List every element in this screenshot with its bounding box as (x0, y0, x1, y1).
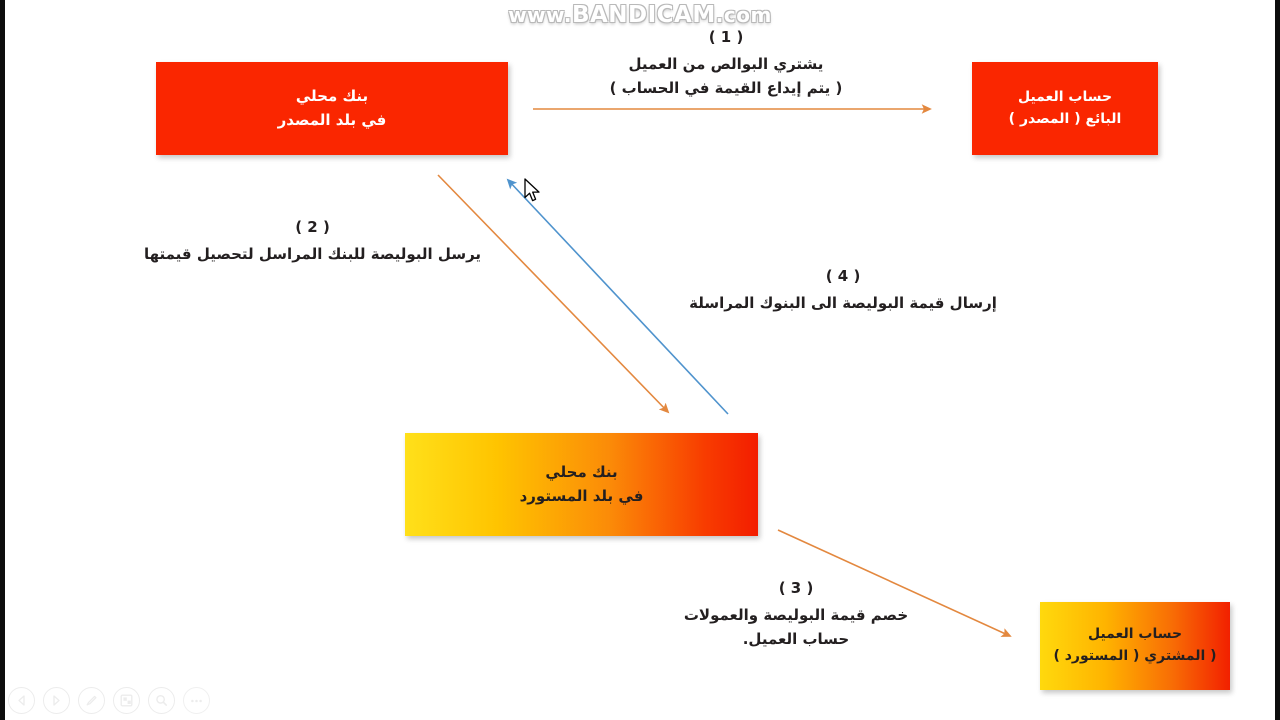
flow-label-step-3-line1: خصم قيمة البوليصة والعمولات (683, 606, 909, 625)
flow-label-step-3: ( 3 ) خصم قيمة البوليصة والعمولات حساب ا… (676, 577, 916, 651)
more-options-button[interactable] (183, 687, 210, 714)
node-source-country-bank-line2: في بلد المصدر (277, 110, 387, 129)
node-importer-country-bank[interactable]: بنك محلي في بلد المستورد (405, 433, 758, 536)
flow-label-step-1-number: ( 1 ) (708, 28, 744, 46)
pen-tool-button[interactable] (78, 687, 105, 714)
flow-label-step-1-line1: يشتري البوالص من العميل (628, 55, 824, 74)
mouse-pointer-icon (524, 178, 540, 202)
next-slide-button[interactable] (43, 687, 70, 714)
node-buyer-customer-account-line1: حساب العميل (1087, 626, 1183, 643)
node-importer-country-bank-line1: بنك محلي (545, 463, 618, 482)
zoom-tool-button[interactable] (148, 687, 175, 714)
node-source-country-bank-line1: بنك محلي (295, 87, 369, 106)
watermark-brand: BANDICAM (571, 2, 716, 28)
arrow-step2 (437, 174, 670, 414)
triangle-right-icon (53, 695, 60, 706)
flow-label-step-3-line2: حساب العميل. (742, 629, 850, 648)
slide-frame-right-edge (1275, 0, 1280, 720)
node-seller-customer-account-line2: البائع ( المصدر ) (1008, 110, 1122, 127)
flow-label-step-1: ( 1 ) يشتري البوالص من العميل ( يتم إيدا… (566, 26, 886, 100)
flow-label-step-2-line1: يرسل البوليصة للبنك المراسل لتحصيل قيمته… (143, 245, 482, 264)
node-buyer-customer-account-line2: ( المشتري ( المستورد ) (1053, 648, 1217, 664)
layers-icon (120, 694, 133, 707)
node-buyer-customer-account[interactable]: حساب العميل ( المشتري ( المستورد ) (1040, 602, 1230, 690)
watermark-suffix: .com (715, 3, 772, 27)
node-source-country-bank[interactable]: بنك محلي في بلد المصدر (156, 62, 508, 155)
magnifier-icon (156, 695, 167, 706)
flow-label-step-4-number: ( 4 ) (825, 267, 861, 285)
node-seller-customer-account[interactable]: حساب العميل البائع ( المصدر ) (972, 62, 1158, 155)
flow-label-step-3-number: ( 3 ) (778, 579, 814, 597)
flow-label-step-4: ( 4 ) إرسال قيمة البوليصة الى البنوك الم… (688, 265, 998, 316)
flow-label-step-1-line2: ( يتم إيداع القيمة في الحساب ) (609, 78, 843, 97)
pen-icon (86, 695, 97, 706)
flow-label-step-2: ( 2 ) يرسل البوليصة للبنك المراسل لتحصيل… (140, 216, 485, 267)
bandicam-watermark: www.BANDICAM.com (0, 2, 1280, 28)
triangle-left-icon (18, 695, 25, 706)
node-importer-country-bank-line2: في بلد المستورد (519, 486, 644, 505)
slide-overview-button[interactable] (113, 687, 140, 714)
slide-frame-left-edge (0, 0, 5, 720)
node-seller-customer-account-line1: حساب العميل (1017, 88, 1113, 105)
previous-slide-button[interactable] (8, 687, 35, 714)
watermark-prefix: www. (508, 3, 572, 27)
flow-label-step-4-line1: إرسال قيمة البوليصة الى البنوك المراسلة (689, 294, 997, 313)
presentation-toolbar[interactable] (8, 687, 210, 714)
ellipsis-icon (191, 699, 202, 702)
flow-label-step-2-number: ( 2 ) (295, 218, 330, 236)
